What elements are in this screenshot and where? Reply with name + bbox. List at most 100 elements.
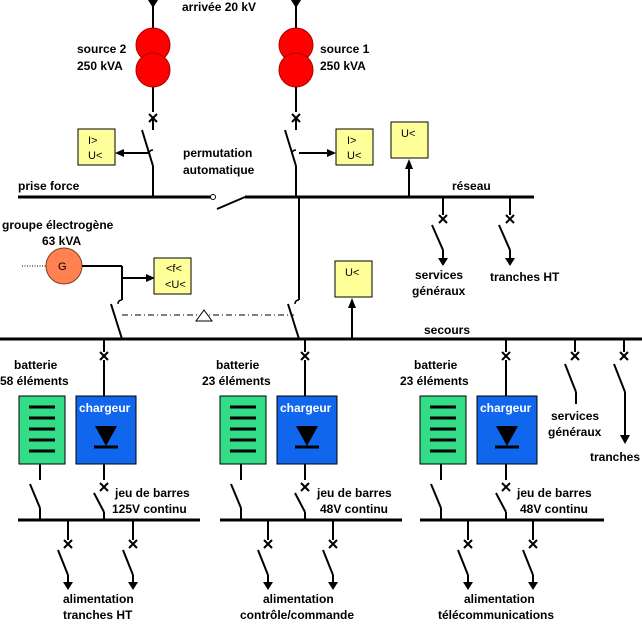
battery2-label-1: batterie — [216, 358, 260, 372]
arrow-relay-secours — [348, 298, 356, 308]
dc-bus2-label-2: 48V continu — [320, 502, 388, 516]
services-generaux-right-1: services — [551, 409, 599, 423]
feeder-services-generaux-top — [431, 197, 448, 258]
reseau-secours-link — [287, 197, 300, 340]
svg-text:G: G — [58, 261, 67, 273]
source1-power: 250 kVA — [320, 59, 366, 73]
generator-symbol: G — [45, 247, 83, 285]
output1-label-2: tranches HT — [63, 608, 133, 622]
battery3-label-1: batterie — [414, 358, 458, 372]
arrow-tranches-ht-right — [620, 435, 630, 444]
interlock-link — [122, 309, 294, 322]
svg-text:chargeur: chargeur — [280, 401, 332, 415]
dc-bus3-outputs — [457, 520, 538, 582]
battery3-label-2: 23 éléments — [400, 374, 469, 388]
bus-reseau-label: réseau — [452, 179, 491, 193]
svg-text:U<: U< — [401, 128, 415, 140]
dc-bus2-links — [230, 464, 310, 520]
svg-text:<U<: <U< — [165, 279, 186, 291]
battery3 — [419, 395, 467, 465]
permutation-label-2: automatique — [183, 163, 255, 177]
relay-src1: I> U< — [335, 128, 374, 166]
svg-text:I>: I> — [347, 135, 356, 147]
charger3: chargeur — [476, 395, 538, 465]
relay-secours: U< — [334, 260, 373, 298]
dc-bus2-outputs — [257, 520, 338, 582]
services-generaux-top-1: services — [415, 268, 463, 282]
feeder-charger2 — [300, 339, 310, 396]
relay-reseau: U< — [390, 121, 429, 159]
feeder-tranches-ht-top — [498, 197, 515, 258]
generator-label-2: 63 kVA — [42, 234, 81, 248]
transformer-source2 — [135, 27, 171, 88]
battery1-label-2: 58 éléments — [0, 374, 69, 388]
svg-text:I>: I> — [88, 135, 97, 147]
bus-prise-force-label: prise force — [18, 179, 80, 193]
arrow-out1a — [63, 582, 73, 590]
feeder-services-generaux-right — [564, 339, 580, 404]
bus-secours-label: secours — [424, 323, 470, 337]
tranches-ht-right-label: tranches HT — [590, 450, 642, 464]
arrow-out3b — [528, 582, 538, 590]
output1-label-1: alimentation — [63, 592, 134, 606]
arrow-out2a — [263, 582, 273, 590]
arrow-services-generaux-top — [438, 258, 448, 266]
source2-name: source 2 — [77, 42, 127, 56]
charger2: chargeur — [276, 395, 338, 465]
transformer-source1 — [278, 27, 314, 88]
relay-src2: I> U< — [77, 128, 116, 166]
arrow-tranches-ht-top — [505, 258, 515, 266]
dc-bus1-links — [29, 464, 109, 520]
generator-label-1: groupe électrogène — [2, 218, 114, 232]
incoming-line-source2 — [148, 0, 158, 30]
feeder-tranches-ht-right — [613, 339, 629, 435]
arrow-relay-reseau — [405, 159, 413, 169]
services-generaux-right-2: généraux — [548, 425, 602, 439]
source1-feeder — [284, 87, 301, 197]
svg-text:U<: U< — [347, 150, 361, 162]
svg-text:U<: U< — [88, 150, 102, 162]
dc-bus3-label-1: jeu de barres — [516, 486, 592, 500]
arrow-out3a — [463, 582, 473, 590]
arrow-out1b — [128, 582, 138, 590]
output3-label-1: alimentation — [464, 592, 535, 606]
battery1 — [18, 395, 66, 465]
output2-label-2: contrôle/commande — [240, 608, 354, 622]
battery1-label-1: batterie — [14, 358, 58, 372]
incoming-line-source1 — [291, 0, 301, 30]
services-generaux-top-2: généraux — [412, 284, 466, 298]
svg-text:chargeur: chargeur — [79, 401, 131, 415]
tranches-ht-top-label: tranches HT — [490, 270, 560, 284]
source1-name: source 1 — [320, 42, 370, 56]
feeder-charger3 — [501, 339, 511, 396]
dc-bus1-label-1: jeu de barres — [114, 486, 190, 500]
battery2 — [219, 395, 267, 465]
output2-label-1: alimentation — [263, 592, 334, 606]
incoming-voltage-label: arrivée 20 kV — [182, 0, 256, 14]
permutation-label-1: permutation — [183, 146, 252, 160]
svg-text:chargeur: chargeur — [480, 401, 532, 415]
charger1: chargeur — [75, 395, 137, 465]
relay-generator: <f< <U< — [153, 257, 192, 295]
busbar-prise-force — [18, 194, 216, 200]
arrow-relay-src1 — [327, 149, 336, 157]
source2-power: 250 kVA — [77, 59, 123, 73]
dc-bus1-label-2: 125V continu — [112, 502, 187, 516]
battery2-label-2: 23 éléments — [202, 374, 271, 388]
dc-bus3-label-2: 48V continu — [520, 502, 588, 516]
dc-bus2-label-1: jeu de barres — [316, 486, 392, 500]
feeder-charger1 — [99, 339, 109, 396]
dc-bus1-outputs — [57, 520, 138, 582]
arrow-relay-src2 — [115, 149, 124, 157]
output3-label-2: télécommunications — [438, 608, 554, 622]
arrow-out2b — [328, 582, 338, 590]
source2-feeder — [141, 87, 158, 197]
svg-text:U<: U< — [345, 267, 359, 279]
bus-coupler-switch — [216, 196, 246, 210]
svg-text:<f<: <f< — [166, 263, 182, 275]
generator-feeder — [82, 265, 123, 340]
arrow-relay-gen — [146, 274, 155, 282]
dc-bus3-links — [430, 464, 511, 520]
